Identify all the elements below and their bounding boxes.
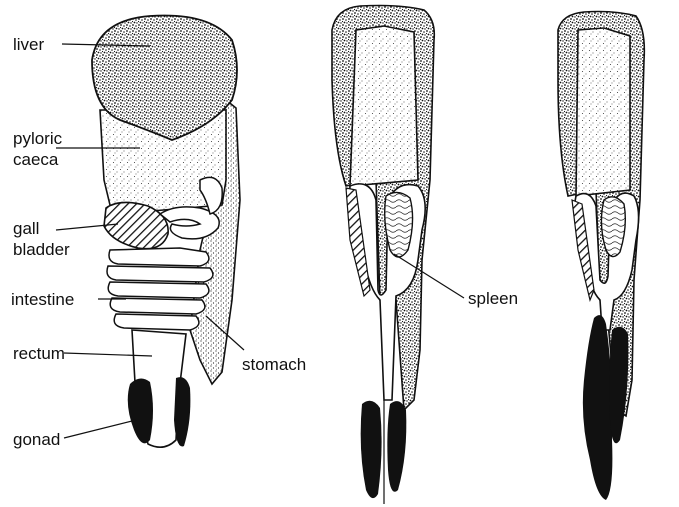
label-intestine: intestine	[11, 290, 74, 310]
label-pyloric-caeca-line2: caeca	[13, 149, 62, 170]
pyloric-caeca-middle	[350, 26, 418, 186]
gonad-middle-a	[361, 401, 382, 498]
label-gonad: gonad	[13, 430, 60, 450]
pyloric-caeca-right	[576, 28, 630, 196]
gonad-right-b	[609, 327, 628, 443]
gonad-left-b	[174, 377, 190, 446]
label-gall-bladder: gall bladder	[13, 218, 70, 260]
leader-gonad	[64, 420, 136, 438]
right-specimen	[558, 12, 644, 501]
label-stomach: stomach	[242, 355, 306, 375]
label-gall-bladder-line1: gall	[13, 218, 70, 239]
label-gall-bladder-line2: bladder	[13, 239, 70, 260]
label-spleen: spleen	[468, 289, 518, 309]
label-pyloric-caeca: pyloric caeca	[13, 128, 62, 170]
gonad-right-a	[583, 315, 613, 500]
label-pyloric-caeca-line1: pyloric	[13, 128, 62, 149]
spleen-right	[601, 197, 625, 257]
label-rectum: rectum	[13, 344, 65, 364]
gonad-middle-b	[387, 401, 406, 492]
gonad-left-a	[128, 378, 153, 443]
label-liver: liver	[13, 35, 44, 55]
left-specimen	[92, 16, 240, 448]
middle-specimen	[332, 6, 434, 505]
spleen-middle	[385, 192, 413, 257]
